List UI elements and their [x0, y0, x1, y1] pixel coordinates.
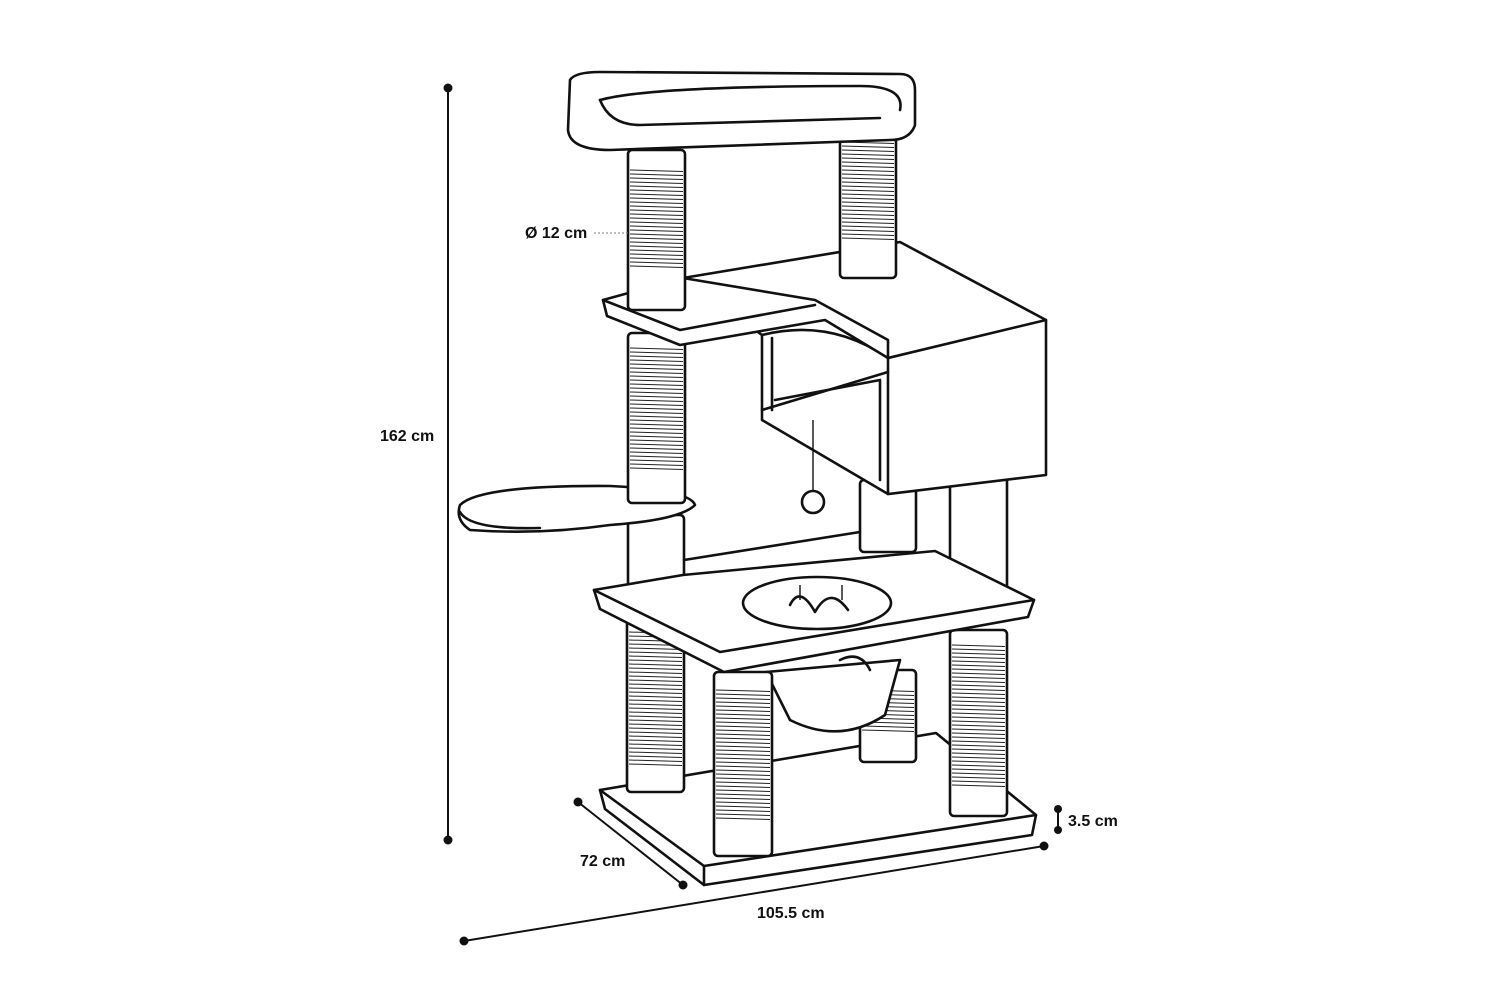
lower-platform [592, 549, 1036, 674]
top-posts [626, 126, 898, 312]
lower-front-posts [712, 628, 1009, 858]
depth-label: 72 cm [580, 853, 625, 870]
condo-box [681, 240, 1048, 515]
middle-left-post [626, 331, 687, 505]
depth-dimension [573, 797, 688, 890]
width-dimension [459, 841, 1049, 946]
width-label: 105.5 cm [757, 905, 825, 922]
hammock [764, 655, 902, 733]
base-plate [598, 731, 1038, 887]
top-perch [566, 70, 917, 152]
thickness-label: 3.5 cm [1068, 813, 1118, 830]
thickness-dimension [1054, 805, 1062, 834]
diameter-label: Ø 12 cm [525, 225, 587, 242]
height-label: 162 cm [380, 428, 434, 445]
height-dimension [443, 83, 453, 845]
